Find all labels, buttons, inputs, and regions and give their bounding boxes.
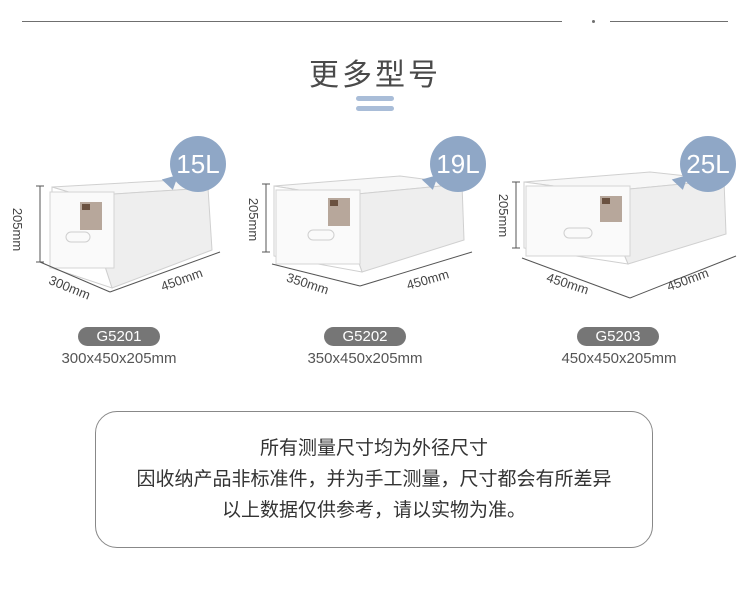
drawer-illustration bbox=[262, 175, 473, 287]
model-code-pill: G5202 bbox=[324, 327, 406, 346]
volume-bubble: 19L bbox=[430, 136, 486, 192]
top-divider-left bbox=[22, 21, 562, 22]
model-code-pill: G5201 bbox=[78, 327, 160, 346]
top-divider-right bbox=[610, 21, 728, 22]
drawer-illustration bbox=[36, 179, 221, 293]
volume-bubble: 15L bbox=[170, 136, 226, 192]
model-code-pill: G5203 bbox=[577, 327, 659, 346]
title-underline-bottom bbox=[356, 106, 394, 111]
model-size: 300x450x205mm bbox=[61, 350, 177, 367]
measurement-note: 所有测量尺寸均为外径尺寸 因收纳产品非标准件，并为手工测量，尺寸都会有所差异 以… bbox=[95, 411, 653, 548]
top-divider-dot bbox=[592, 20, 595, 23]
title-underline-top bbox=[356, 96, 394, 101]
product-card-g5203[interactable]: 25L 205mm 450mm 450mm G5203 450x450x205m… bbox=[496, 136, 750, 380]
note-line: 因收纳产品非标准件，并为手工测量，尺寸都会有所差异 bbox=[136, 468, 612, 490]
product-card-g5202[interactable]: 19L 205mm 350mm 450mm G5202 350x450x205m… bbox=[246, 136, 500, 380]
note-line: 以上数据仅供参考，请以实物为准。 bbox=[221, 499, 526, 521]
dim-height-label: 205mm bbox=[10, 207, 26, 252]
model-size: 450x450x205mm bbox=[561, 350, 677, 367]
drawer-illustration bbox=[512, 171, 737, 299]
section-title: 更多型号 bbox=[309, 58, 441, 93]
note-line: 所有测量尺寸均为外径尺寸 bbox=[259, 437, 488, 459]
product-card-g5201[interactable]: 15L 205mm 300mm 450mm G5201 300x450x205m… bbox=[10, 136, 260, 380]
dim-height-label: 205mm bbox=[246, 197, 262, 242]
model-size: 350x450x205mm bbox=[307, 350, 423, 367]
volume-bubble: 25L bbox=[680, 136, 736, 192]
dim-height-label: 205mm bbox=[496, 193, 512, 238]
